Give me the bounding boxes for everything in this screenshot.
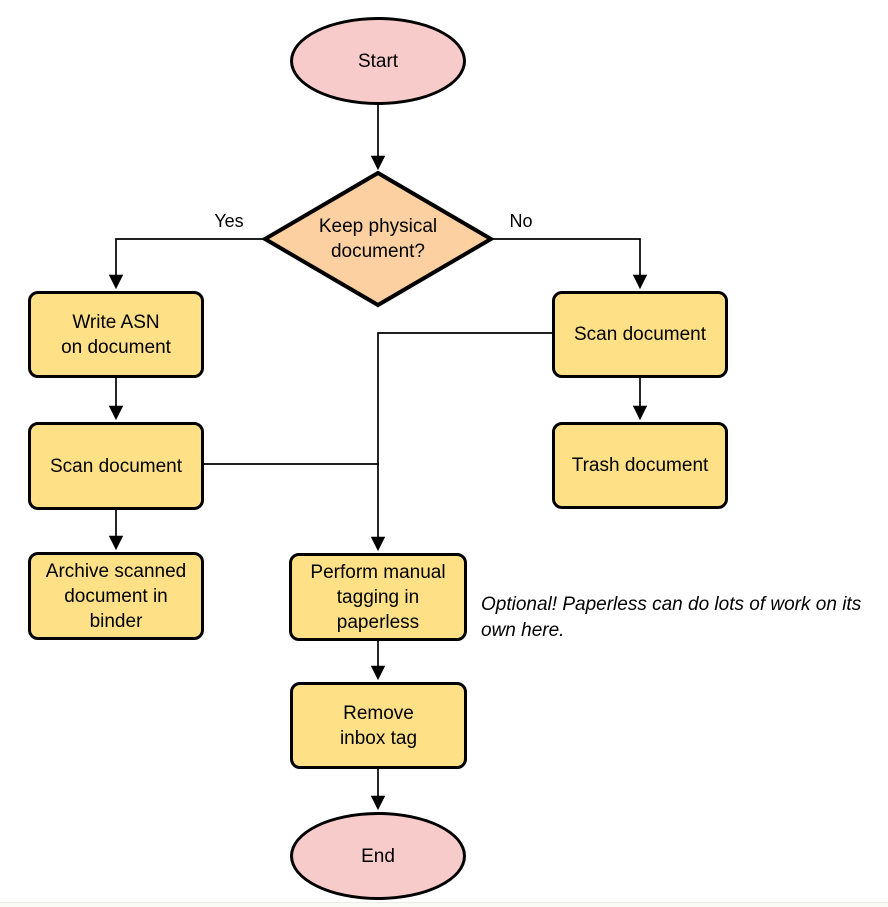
optional-note: Optional! Paperless can do lots of work … bbox=[481, 594, 862, 641]
page-bottom-edge bbox=[0, 902, 888, 907]
node-scan-document-left: Scan document bbox=[28, 422, 204, 510]
edge-label-no: No bbox=[509, 211, 533, 231]
node-manual-tagging: Perform manual tagging in paperless bbox=[289, 553, 467, 641]
decision-label: Keep physical document? bbox=[318, 216, 438, 262]
edge-decision-yes-to-write-asn bbox=[108, 238, 265, 290]
edge-label-yes: Yes bbox=[214, 211, 244, 231]
node-decision: Keep physical document? bbox=[261, 169, 495, 309]
node-scan-document-right: Scan document bbox=[552, 291, 728, 378]
node-archive-binder: Archive scanned document in binder bbox=[28, 552, 204, 640]
node-start: Start bbox=[290, 17, 466, 105]
edge-scan-right-to-tagging bbox=[370, 332, 552, 552]
node-remove-inbox-tag: Remove inbox tag bbox=[290, 682, 467, 769]
node-trash-document: Trash document bbox=[552, 422, 728, 509]
node-end: End bbox=[290, 812, 466, 900]
edge-decision-no-to-scan-right bbox=[490, 238, 648, 290]
decision-diamond-shape bbox=[261, 170, 495, 308]
node-write-asn: Write ASN on document bbox=[28, 291, 204, 378]
